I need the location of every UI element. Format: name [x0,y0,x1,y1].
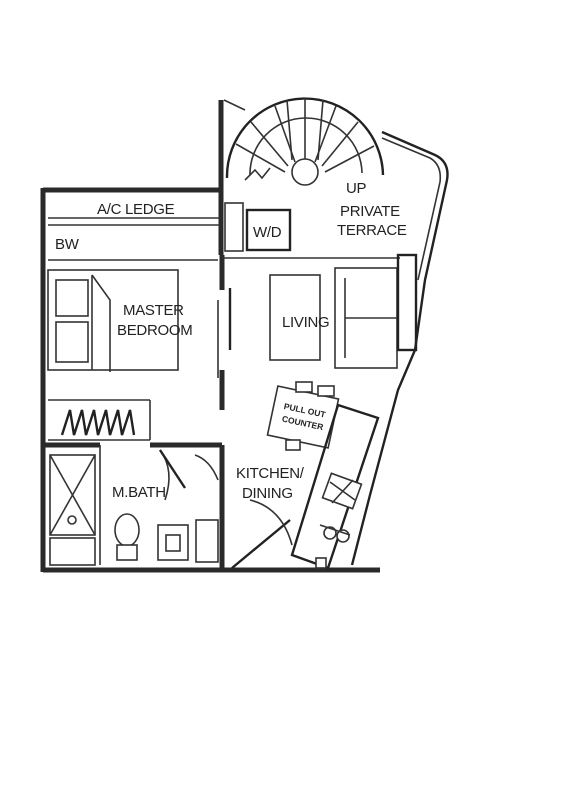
interior-walls [43,255,400,570]
bathroom-fixtures [49,449,219,566]
label-up: UP [346,180,367,197]
label-terrace: TERRACE [337,222,407,239]
living-furniture [269,253,418,369]
label-dining: DINING [242,485,293,502]
spiral-staircase [225,97,385,186]
ac-ledge [48,217,220,226]
room-labels: UP PRIVATE TERRACE A/C LEDGE W/D BW MAST… [55,180,407,502]
label-kitchen: KITCHEN/ [236,465,305,482]
label-bedroom: BEDROOM [117,322,192,339]
washer-dryer [224,202,292,252]
label-bw: BW [55,236,80,253]
outer-walls [40,99,449,573]
label-ac-ledge: A/C LEDGE [97,201,175,218]
wardrobe [60,409,136,436]
label-mbath: M.BATH [112,484,166,501]
bed [47,269,179,372]
label-wd: W/D [253,224,282,241]
label-living: LIVING [282,314,329,331]
label-master: MASTER [123,302,184,319]
label-private: PRIVATE [340,203,400,220]
kitchen-counter [231,403,380,570]
